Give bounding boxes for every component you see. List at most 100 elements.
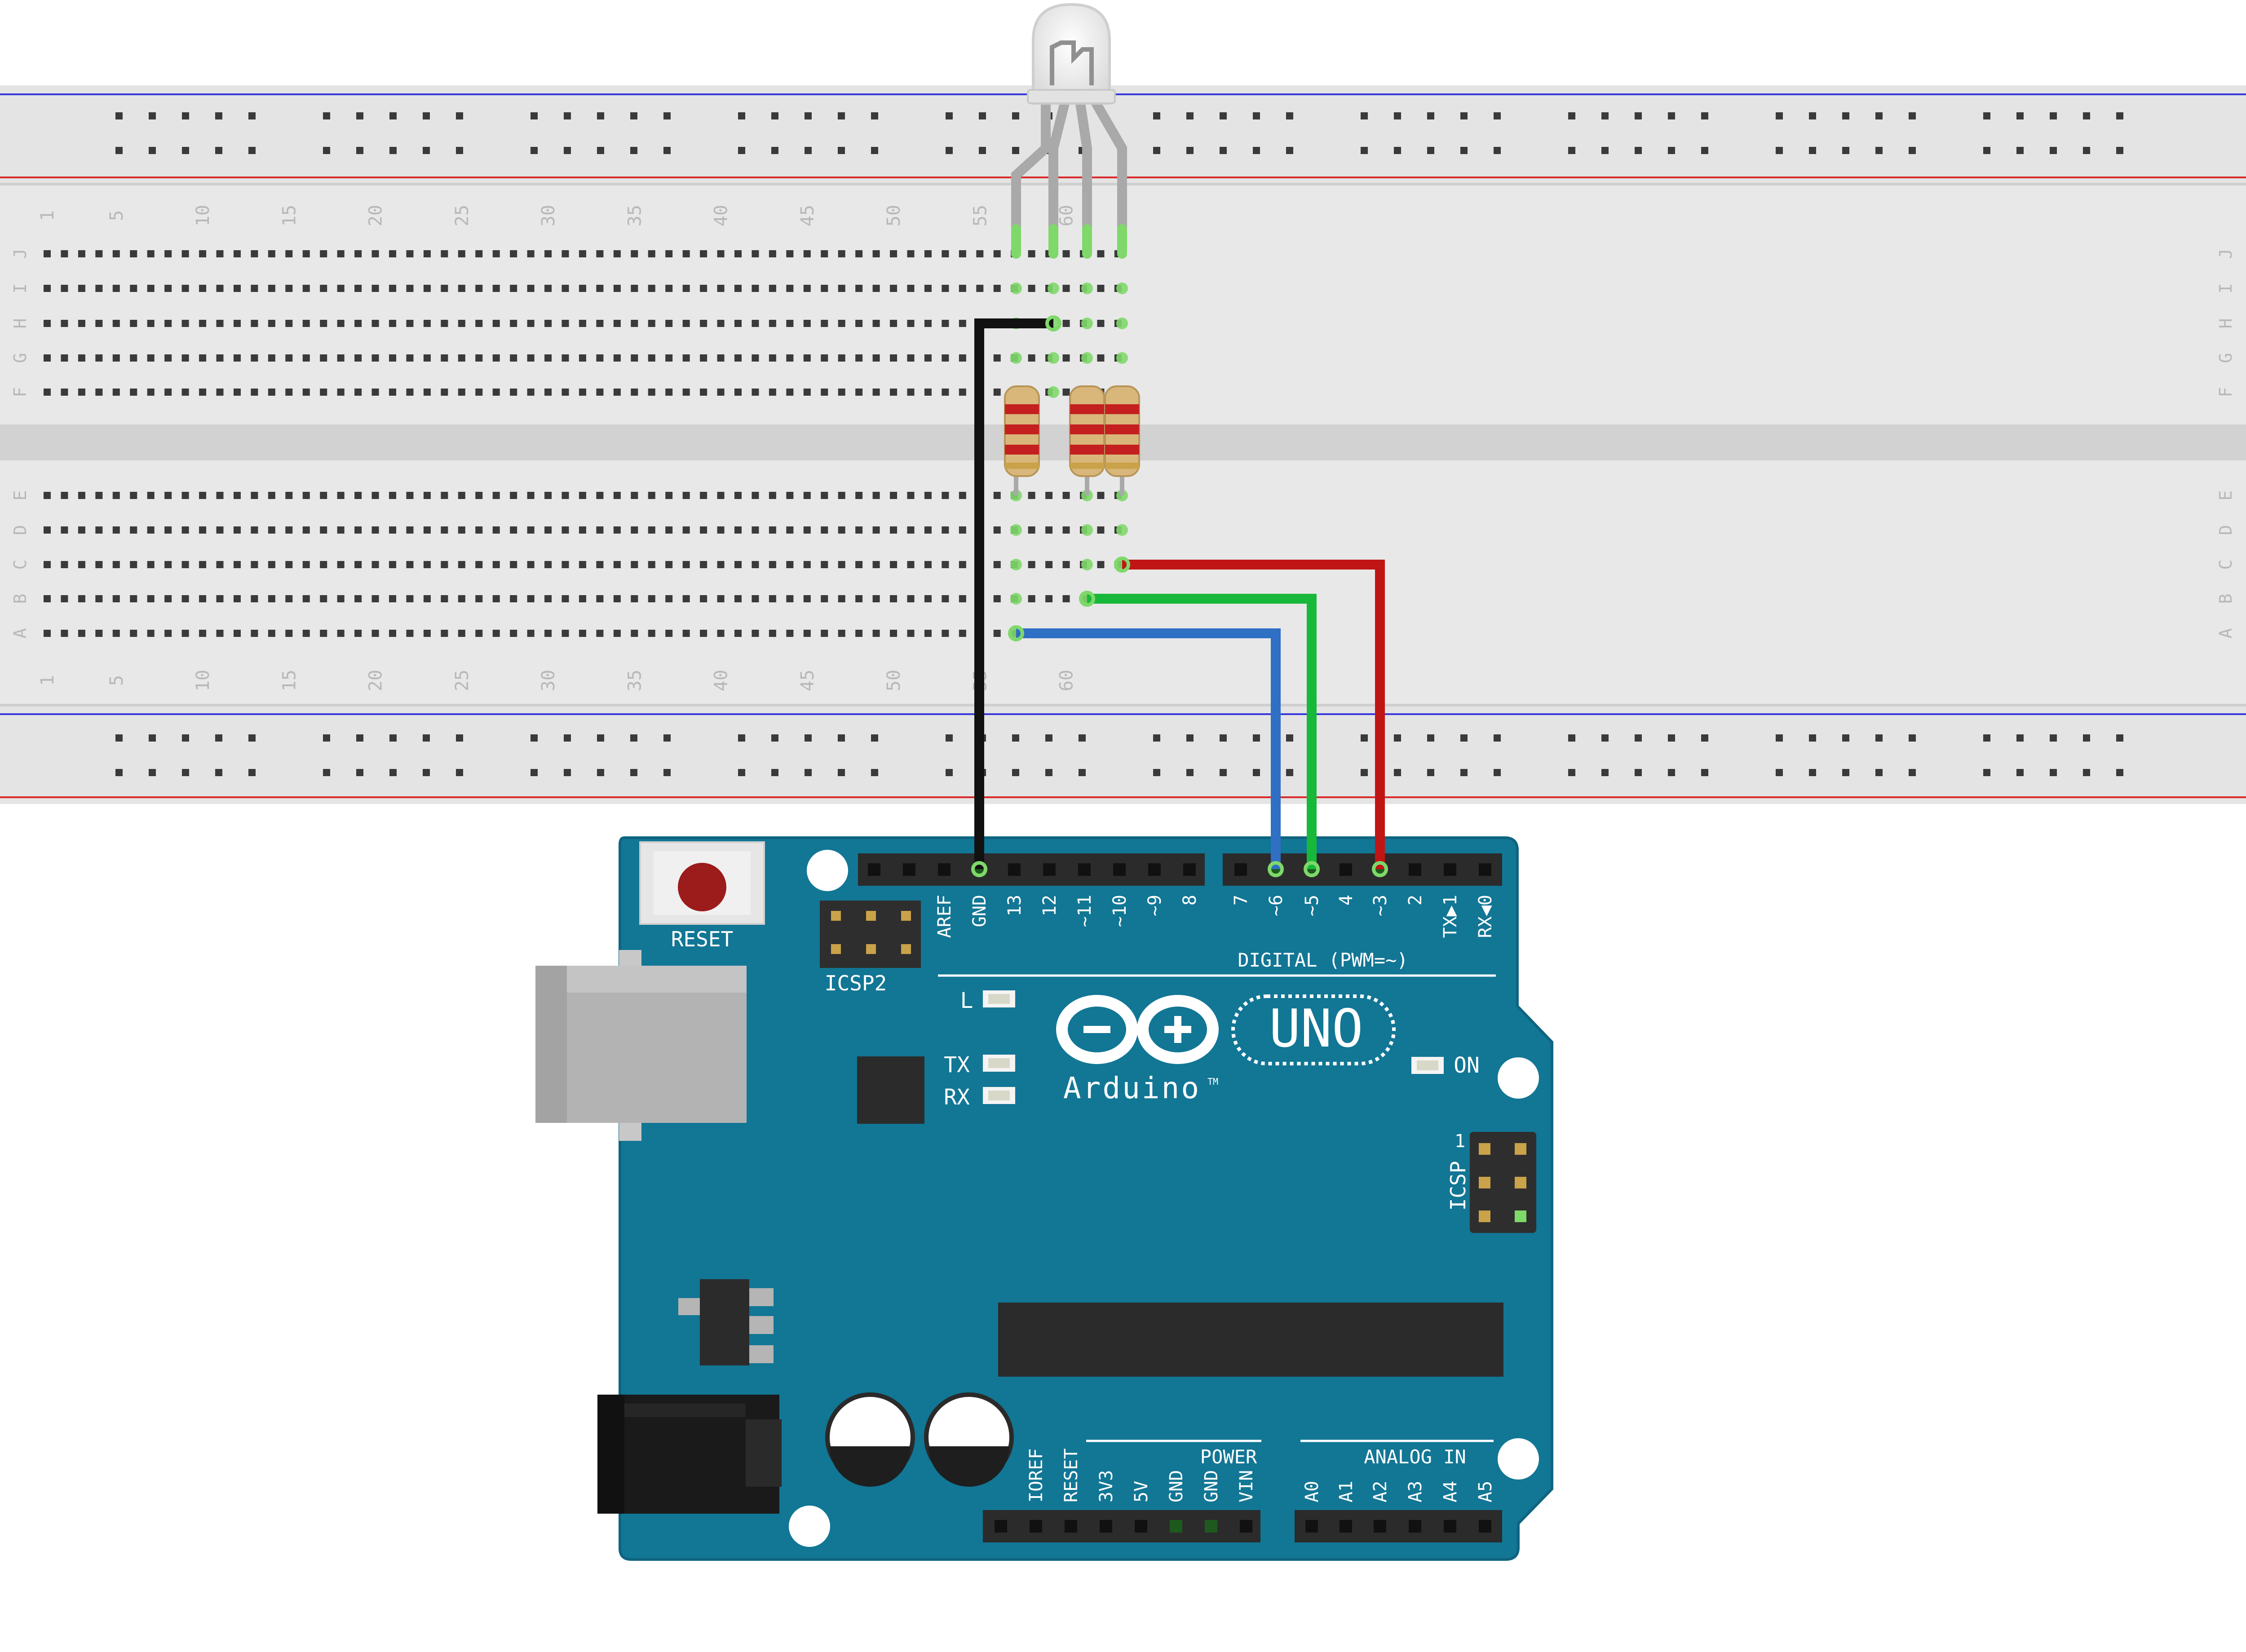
header-socket bbox=[1100, 1520, 1112, 1533]
breadboard-hole bbox=[147, 389, 155, 396]
breadboard-hole bbox=[441, 389, 448, 396]
logo-minus bbox=[1083, 1026, 1110, 1033]
breadboard-hole bbox=[1097, 354, 1105, 362]
breadboard-hole bbox=[130, 595, 137, 602]
breadboard-hole bbox=[803, 354, 811, 362]
power-header-body bbox=[983, 1510, 1260, 1542]
analog-pin-label: A3 bbox=[1405, 1481, 1426, 1502]
breadboard-hole bbox=[993, 526, 1001, 534]
breadboard-hole bbox=[61, 354, 68, 362]
breadboard-hole bbox=[61, 250, 68, 257]
breadboard-hole bbox=[786, 630, 794, 637]
rail-hole bbox=[149, 769, 156, 776]
breadboard-hole bbox=[285, 526, 293, 534]
rail-hole bbox=[356, 769, 363, 776]
breadboard-hole bbox=[510, 630, 517, 637]
breadboard-hole bbox=[199, 630, 207, 637]
breadboard-hole bbox=[562, 595, 569, 602]
breadboard-hole bbox=[147, 320, 155, 327]
breadboard-hole bbox=[821, 492, 828, 499]
column-number: 20 bbox=[366, 205, 386, 226]
rail-hole bbox=[1427, 769, 1434, 776]
breadboard-hole bbox=[613, 354, 621, 362]
breadboard-hole bbox=[942, 595, 949, 602]
breadboard-hole bbox=[371, 595, 379, 602]
breadboard-hole bbox=[752, 595, 759, 602]
header-socket bbox=[1043, 863, 1056, 876]
breadboard-hole bbox=[562, 285, 569, 292]
breadboard-hole bbox=[130, 630, 137, 637]
breadboard-hole bbox=[354, 595, 362, 602]
rail-hole bbox=[1361, 112, 1368, 119]
breadboard-hole bbox=[665, 250, 673, 257]
rail-hole bbox=[1568, 769, 1575, 776]
digital-header bbox=[858, 853, 1502, 886]
breadboard-hole bbox=[492, 320, 500, 327]
rail-hole bbox=[1045, 769, 1052, 776]
breadboard-hole bbox=[285, 285, 293, 292]
connected-hole bbox=[1081, 524, 1093, 536]
breadboard-hole bbox=[596, 595, 604, 602]
breadboard-hole bbox=[717, 492, 725, 499]
breadboard-hole bbox=[268, 526, 275, 534]
analog-pin-label: A1 bbox=[1336, 1481, 1357, 1502]
icsp-pin bbox=[1515, 1143, 1526, 1155]
rail-hole bbox=[771, 147, 778, 154]
digital-pin-label: 7 bbox=[1231, 895, 1251, 906]
breadboard-hole bbox=[95, 354, 103, 362]
breadboard-hole bbox=[855, 526, 863, 534]
icsp2-pin bbox=[831, 911, 841, 921]
breadboard-hole bbox=[492, 595, 500, 602]
column-number: 55 bbox=[970, 205, 990, 226]
breadboard-hole bbox=[821, 285, 828, 292]
breadboard-hole bbox=[130, 285, 137, 292]
rail-hole bbox=[630, 734, 637, 742]
breadboard-hole bbox=[337, 389, 345, 396]
breadboard-hole bbox=[959, 354, 966, 362]
header-socket bbox=[1135, 1520, 1147, 1533]
rail-hole bbox=[423, 734, 430, 742]
breadboard-hole bbox=[855, 389, 863, 396]
breadboard-hole bbox=[181, 250, 189, 257]
breadboard-hole bbox=[527, 389, 535, 396]
resistor-band-gold bbox=[1005, 463, 1039, 469]
breadboard-hole bbox=[544, 320, 552, 327]
rail-hole bbox=[1153, 734, 1160, 742]
breadboard-hole bbox=[613, 561, 621, 568]
rail-hole bbox=[1153, 769, 1160, 776]
led-rx-label: RX bbox=[944, 1085, 970, 1110]
breadboard-hole bbox=[475, 492, 483, 499]
breadboard-hole bbox=[924, 320, 932, 327]
breadboard-hole bbox=[959, 250, 966, 257]
breadboard-hole bbox=[61, 320, 68, 327]
breadboard-hole bbox=[199, 320, 207, 327]
rail-hole bbox=[1701, 147, 1708, 154]
breadboard-hole bbox=[112, 561, 120, 568]
breadboard-hole bbox=[717, 389, 725, 396]
breadboard-hole bbox=[717, 285, 725, 292]
connected-hole bbox=[1010, 593, 1022, 605]
breadboard-hole bbox=[821, 561, 828, 568]
breadboard-hole bbox=[423, 526, 431, 534]
breadboard-hole bbox=[181, 320, 189, 327]
breadboard-hole bbox=[959, 320, 966, 327]
breadboard-hole bbox=[1097, 285, 1105, 292]
breadboard-hole bbox=[199, 250, 207, 257]
breadboard-hole bbox=[320, 389, 327, 396]
breadboard-hole bbox=[527, 595, 535, 602]
breadboard-hole bbox=[199, 285, 207, 292]
rail-hole bbox=[871, 112, 878, 119]
row-label: A bbox=[10, 628, 30, 638]
arduino-logo: Arduino TM UNO bbox=[1056, 994, 1396, 1105]
rail-hole bbox=[1012, 734, 1019, 742]
breadboard-hole bbox=[302, 250, 310, 257]
rail-hole bbox=[389, 734, 397, 742]
breadboard-hole bbox=[631, 526, 638, 534]
rail-hole bbox=[564, 734, 571, 742]
reset-button[interactable] bbox=[639, 841, 765, 925]
breadboard-hole bbox=[665, 354, 673, 362]
resistor-band-gold bbox=[1105, 463, 1139, 469]
rail-hole bbox=[1394, 147, 1401, 154]
breadboard-hole bbox=[942, 389, 949, 396]
